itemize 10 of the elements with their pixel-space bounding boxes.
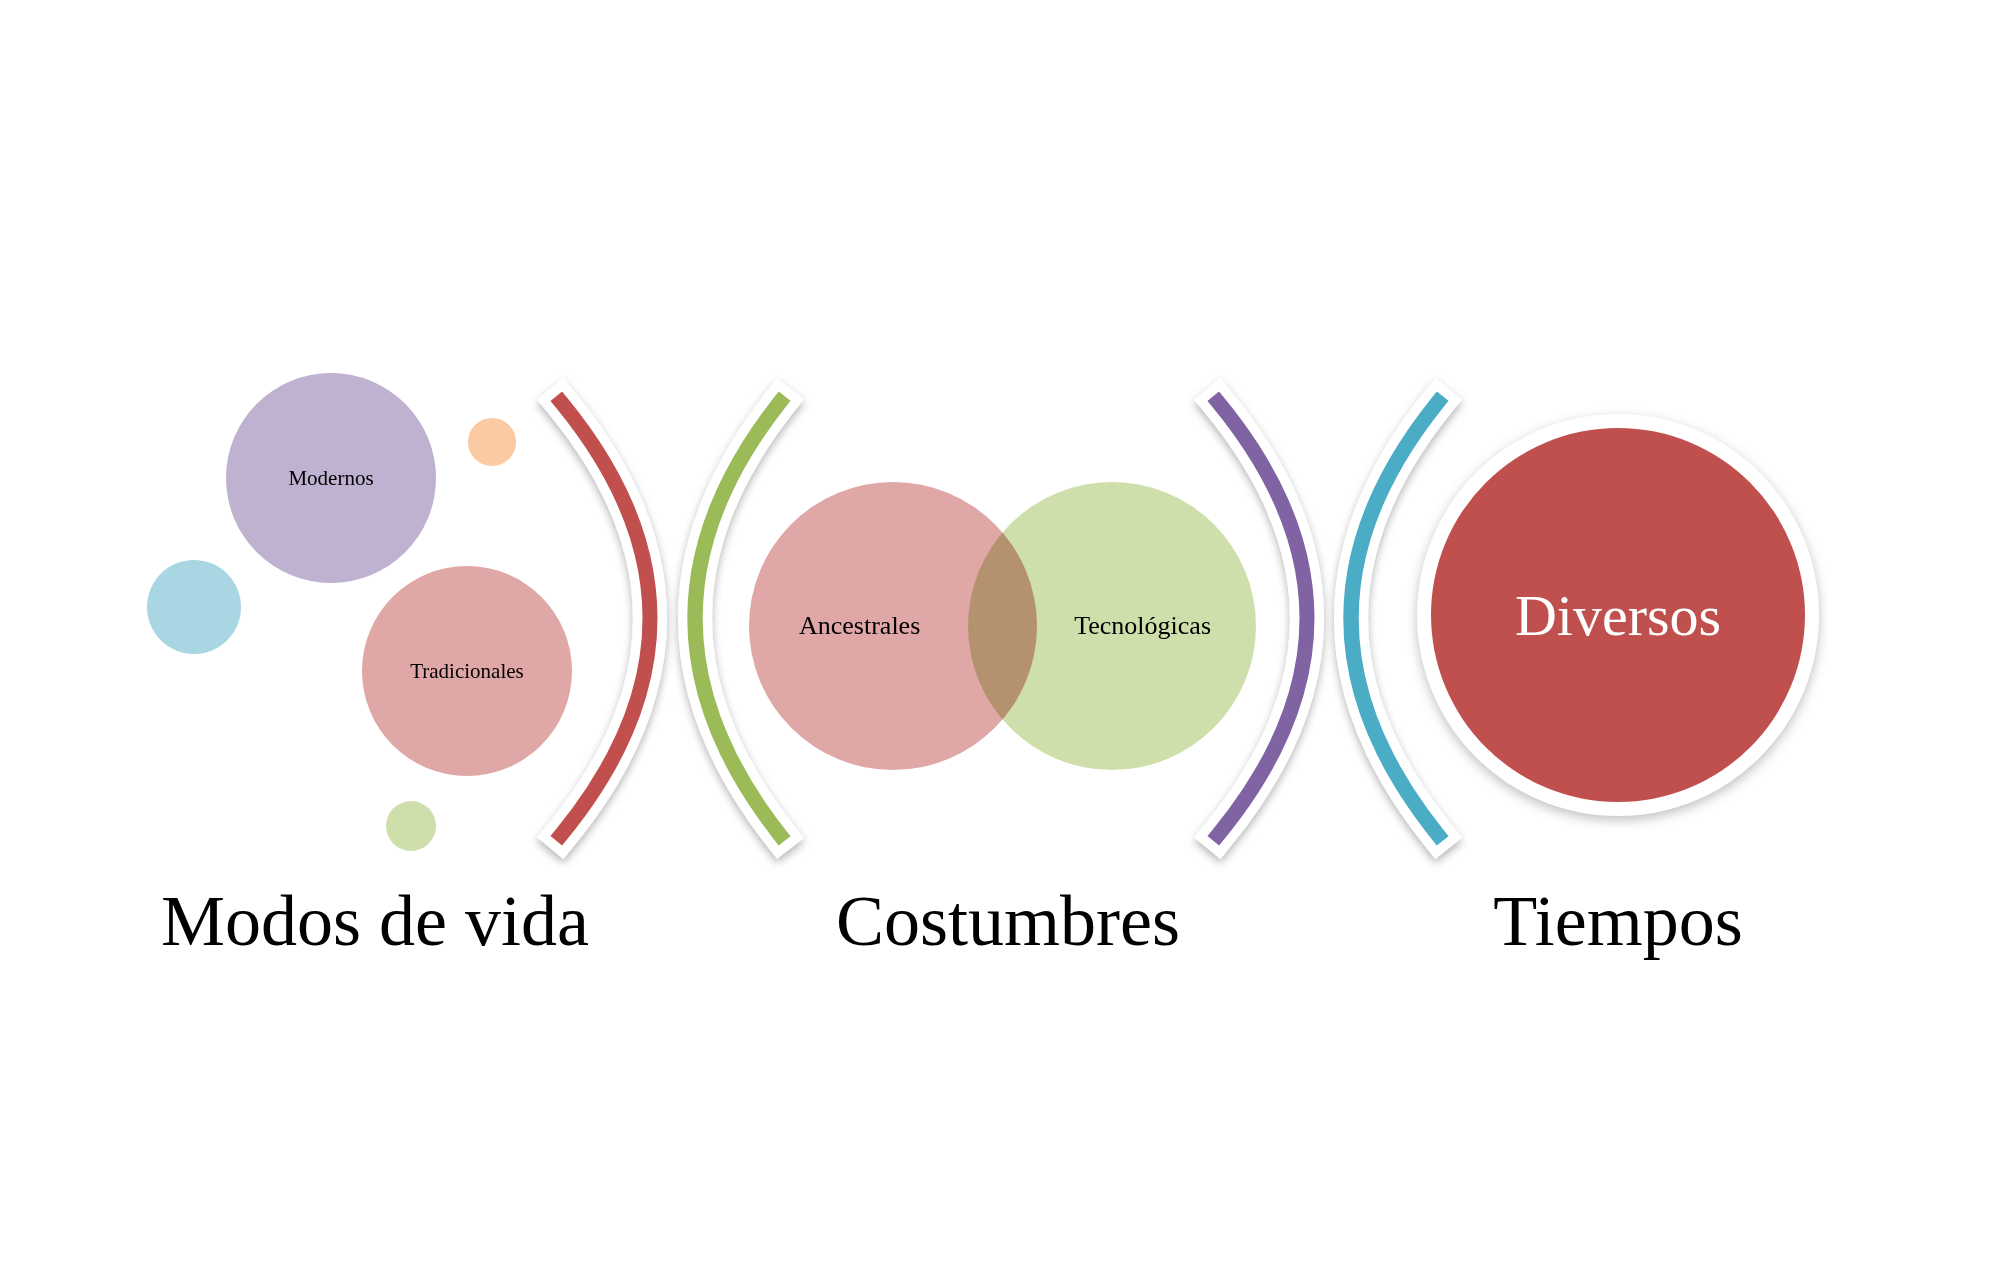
bubble-label: Tradicionales — [410, 658, 524, 684]
section-heading: Costumbres — [836, 880, 1180, 963]
bubble-label: Diversos — [1514, 581, 1722, 649]
section-heading: Modos de vida — [161, 880, 589, 963]
bubble-label: Ancestrales — [799, 611, 921, 641]
bubble — [386, 801, 436, 851]
bubble-label: Tecnológicas — [1074, 611, 1211, 641]
bubble — [468, 418, 516, 466]
section-heading: Tiempos — [1493, 880, 1743, 963]
bubble-label: Modernos — [288, 465, 374, 491]
